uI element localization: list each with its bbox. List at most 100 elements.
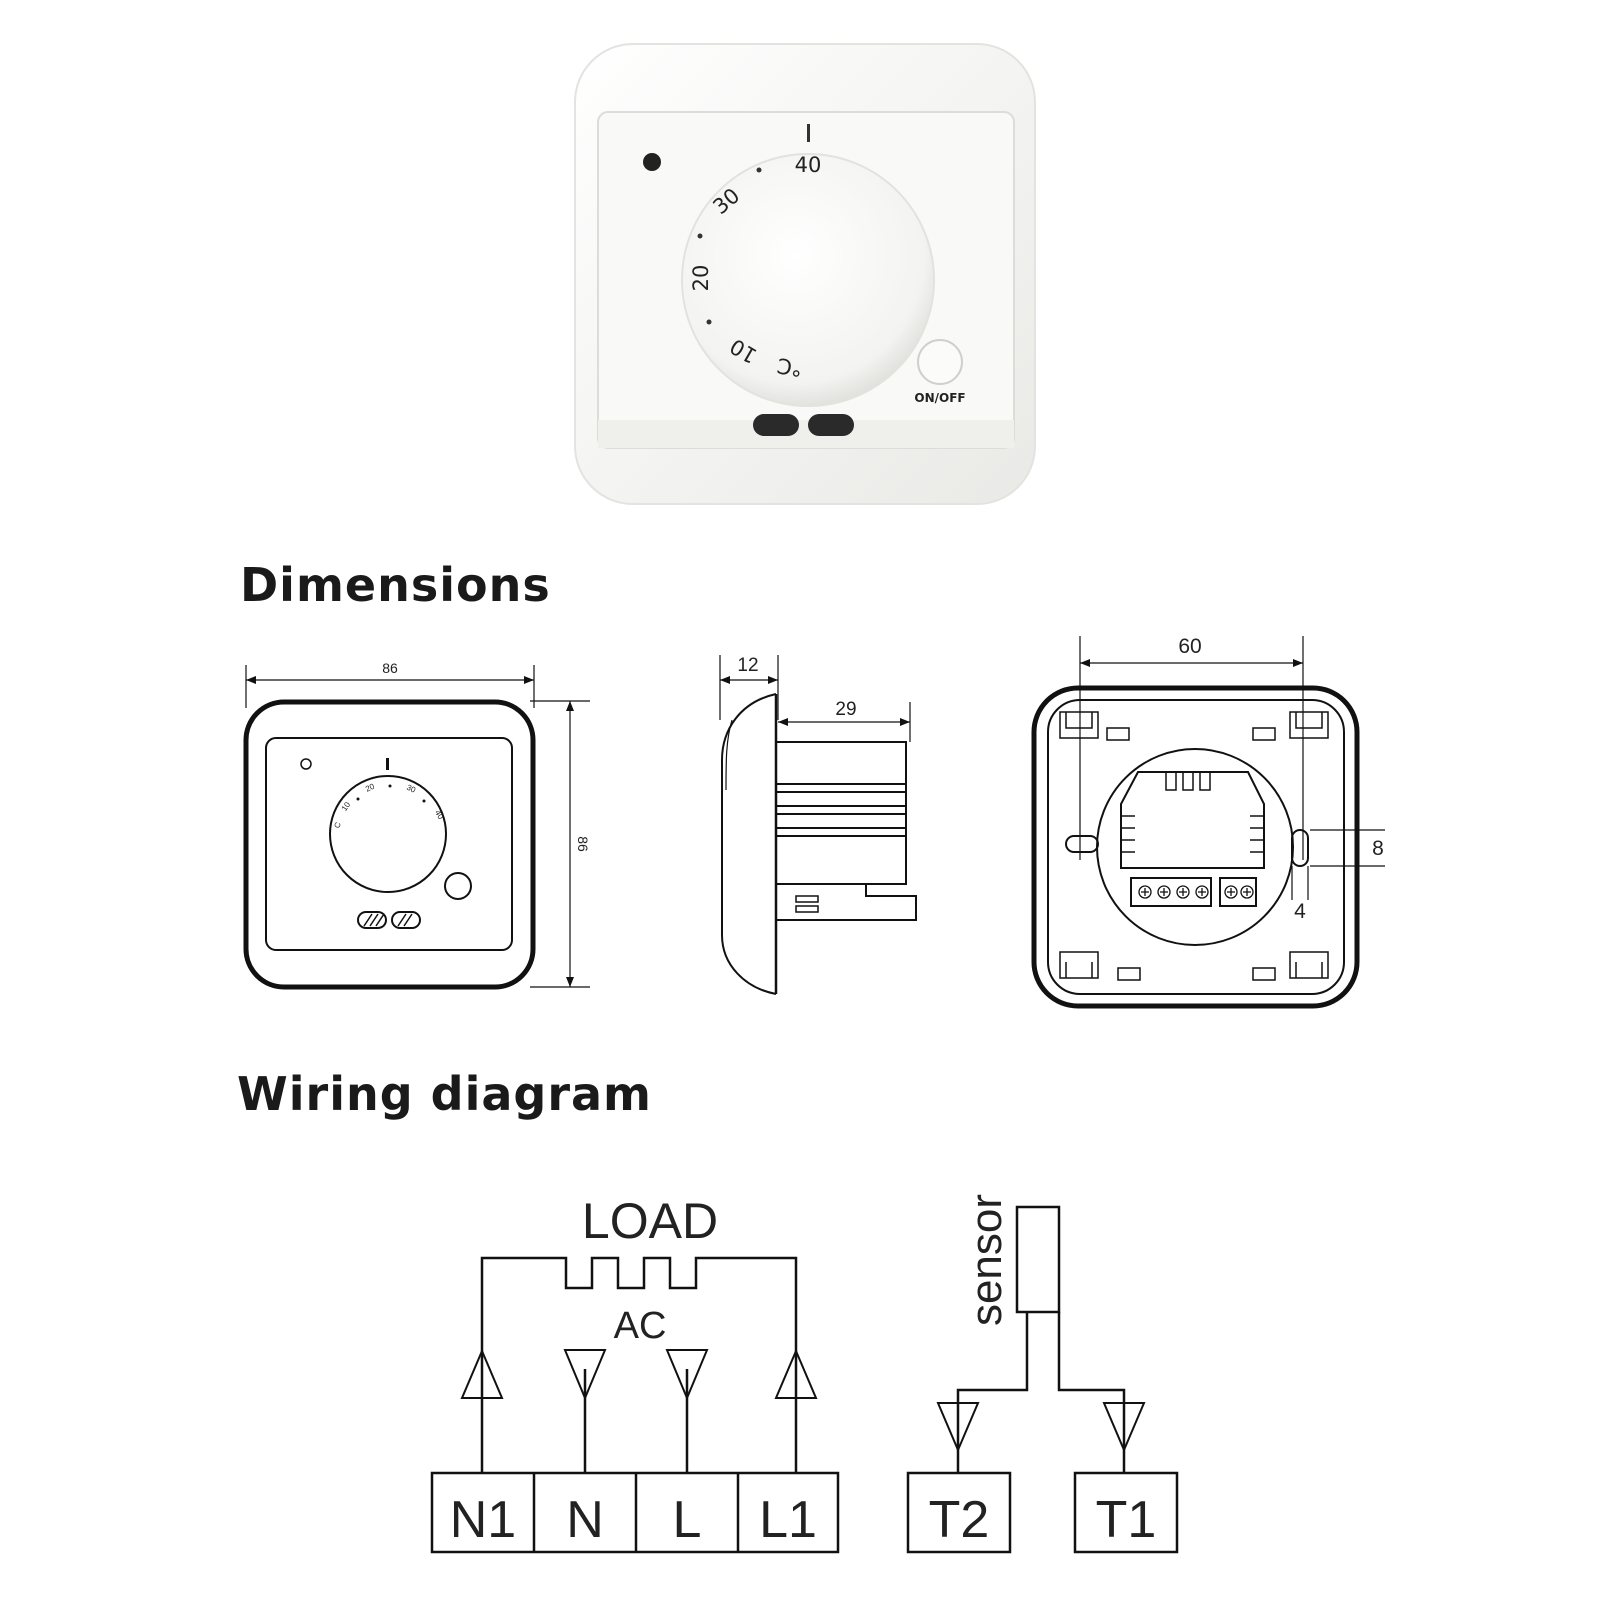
front-dial (329, 775, 447, 893)
back-relay-vents (1121, 815, 1135, 853)
side-clip-slot (795, 895, 819, 903)
back-corner-clip (1059, 711, 1099, 739)
screw-slot (1160, 888, 1168, 896)
front-width-label: 86 (382, 660, 398, 676)
back-slot-width-label: 4 (1294, 900, 1306, 923)
dial-dot (706, 319, 712, 325)
screw-icon (1176, 885, 1190, 899)
back-small-slot (1252, 727, 1276, 741)
sensor-wire-t1 (1057, 1312, 1126, 1473)
temperature-knob[interactable] (681, 153, 935, 407)
terminal-t1: T1 (1096, 1491, 1157, 1549)
back-terminal-screws (1138, 885, 1254, 899)
terminal-l1: L1 (759, 1491, 817, 1549)
terminal-l: L (673, 1491, 702, 1549)
back-corner-clip (1289, 951, 1329, 979)
terminal-n1: N1 (450, 1491, 516, 1549)
front-dial-marker (386, 758, 389, 770)
front-outer-frame (243, 699, 536, 990)
arrow-icon (768, 676, 778, 684)
wiring-diagram (460, 1205, 1146, 1473)
back-hole-spacing-label: 60 (1178, 635, 1201, 658)
side-clip-slot (795, 905, 819, 913)
front-view-drawing (243, 665, 590, 990)
screw-slot (1243, 888, 1251, 896)
dimensions-title: Dimensions (240, 558, 551, 612)
dial-label-40: 40 (795, 153, 822, 177)
unused (482, 1248, 725, 1283)
arrow-down-icon (936, 1402, 980, 1453)
arrow-icon (900, 718, 910, 726)
arrow-icon (1080, 659, 1090, 667)
front-vent-slot (357, 911, 387, 929)
dial-marker (807, 124, 810, 142)
back-corner-clip (1059, 951, 1099, 979)
sensor-probe-icon (1015, 1205, 1061, 1314)
terminal-strip (430, 1471, 1179, 1554)
front-vent-slot (391, 911, 421, 929)
back-relay-housing (1120, 771, 1265, 869)
terminal-t2: T2 (929, 1491, 990, 1549)
side-view-drawing (719, 655, 917, 995)
side-cover-shade (725, 719, 733, 791)
screw-icon (1157, 885, 1171, 899)
screw-icon (1138, 885, 1152, 899)
terminal-n: N (566, 1491, 604, 1549)
vent-hatch (363, 913, 413, 927)
back-view-drawing (1031, 636, 1385, 1009)
side-depth-front-label: 12 (737, 655, 758, 676)
on-off-button[interactable] (917, 339, 963, 385)
back-relay-vents (1250, 815, 1264, 853)
front-dial-labels: C 10 20 30 40 (332, 782, 445, 830)
vent-slot (753, 414, 799, 436)
dial-dot (697, 233, 703, 239)
front-dial-dot (388, 784, 392, 788)
front-dial-dot (356, 797, 360, 801)
front-dial-label: 30 (405, 783, 417, 795)
arrow-icon (566, 701, 574, 711)
dial-label-celsius: °C (775, 353, 804, 381)
front-dial-dot (422, 799, 426, 803)
back-relay-pins (1165, 772, 1211, 791)
side-cover-curve (721, 693, 777, 995)
wiring-diagram-title: Wiring diagram (237, 1067, 652, 1121)
back-terminal-block (1219, 877, 1257, 907)
on-off-label: ON/OFF (914, 391, 965, 405)
arrow-down-icon (665, 1349, 709, 1401)
sensor-label: sensor (962, 1194, 1011, 1326)
back-outer-frame (1031, 685, 1360, 1009)
back-mounting-slot-left (1065, 835, 1099, 853)
back-small-slot (1117, 967, 1141, 981)
arrow-down-icon (1102, 1402, 1146, 1453)
arrow-up-icon (774, 1348, 818, 1399)
front-led-icon (300, 758, 312, 770)
screw-icon (1224, 885, 1238, 899)
front-dial-label: 10 (340, 800, 353, 813)
arrow-icon (566, 977, 574, 987)
arrow-icon (778, 718, 788, 726)
arrow-up-icon (460, 1348, 504, 1399)
screw-icon (1195, 885, 1209, 899)
front-dial-label: 20 (364, 782, 376, 794)
front-onoff-button (444, 872, 472, 900)
arrow-icon (524, 676, 534, 684)
vent-slot (808, 414, 854, 436)
screw-slot (1179, 888, 1187, 896)
plate-bottom-strip (598, 420, 1014, 448)
t1-terminal-block (1073, 1471, 1179, 1554)
back-inner-frame (1047, 699, 1345, 995)
back-mounting-slot-right (1291, 829, 1309, 867)
screw-slot (1227, 888, 1235, 896)
dial-dot (756, 167, 762, 173)
back-small-slot (1252, 967, 1276, 981)
screw-slot (1141, 888, 1149, 896)
back-slot-height-label: 8 (1372, 837, 1384, 860)
arrow-icon (720, 676, 730, 684)
load-circuit-wire (480, 1256, 798, 1473)
back-corner-clip (1289, 711, 1329, 739)
ac-label: AC (614, 1305, 667, 1347)
screw-icon (1240, 885, 1254, 899)
side-depth-body-label: 29 (835, 699, 856, 720)
